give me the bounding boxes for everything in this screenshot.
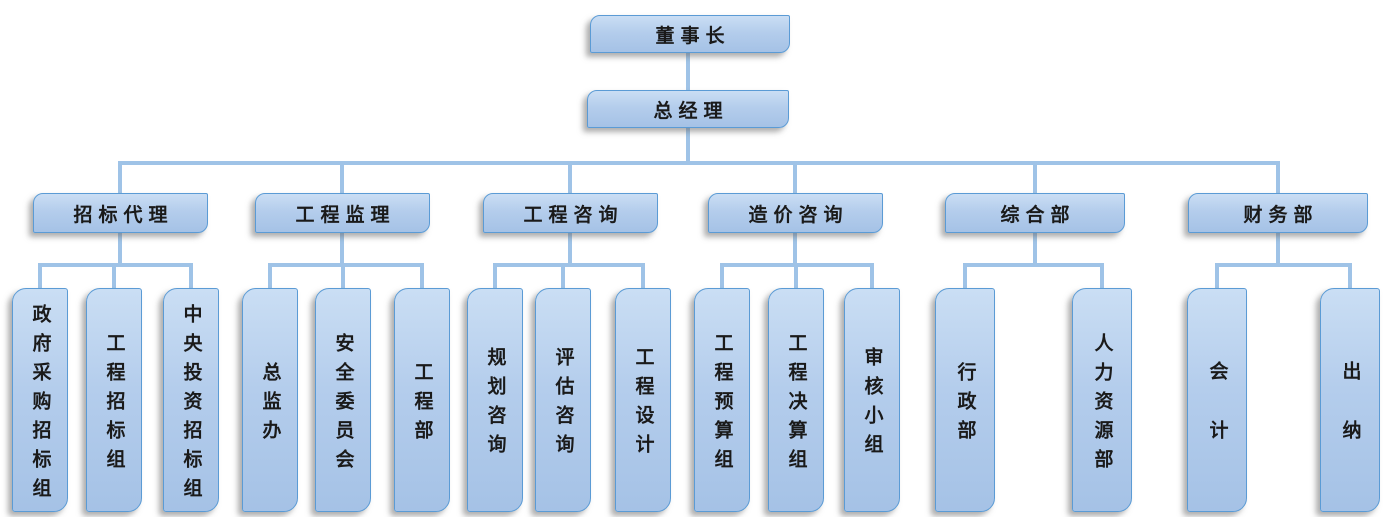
connector-bus-g5 xyxy=(963,263,1104,267)
connector-drop-g4c1 xyxy=(720,263,724,290)
dept-node-engineering-consulting: 工程咨询 xyxy=(483,193,658,233)
connector-stem-g3 xyxy=(568,233,572,265)
connector-drop-g3c2 xyxy=(561,263,565,290)
dept-node-label: 工程咨询 xyxy=(523,204,624,226)
unit-node-final-accounts-group: 工程决算组 xyxy=(768,288,824,512)
connector-stem-g1 xyxy=(118,233,122,265)
unit-node-administration-dept: 行政部 xyxy=(935,288,995,512)
unit-node-engineering-bidding: 工程招标组 xyxy=(86,288,142,512)
unit-node-engineering-dept: 工程部 xyxy=(394,288,450,512)
connector-drop-g1c1 xyxy=(38,263,42,290)
dept-node-finance: 财务部 xyxy=(1188,193,1368,233)
connector-drop-dept1 xyxy=(118,161,122,194)
connector-stem-g4 xyxy=(793,233,797,265)
connector-bus-g3 xyxy=(493,263,645,267)
org-node-label: 董事长 xyxy=(655,25,731,47)
org-node-label: 总经理 xyxy=(653,100,729,122)
connector-drop-g5c1 xyxy=(963,263,967,290)
connector-l2-stem xyxy=(686,127,690,163)
org-node-chairman: 董事长 xyxy=(590,15,790,53)
connector-bus-g2 xyxy=(268,263,424,267)
connector-l1-l2 xyxy=(686,52,690,91)
unit-node-human-resources-dept: 人力资源部 xyxy=(1072,288,1132,512)
dept-node-label: 工程监理 xyxy=(295,204,396,226)
dept-node-cost-consulting: 造价咨询 xyxy=(708,193,883,233)
connector-stem-g6 xyxy=(1276,233,1280,265)
unit-node-audit-team: 审核小组 xyxy=(844,288,900,512)
connector-stem-g5 xyxy=(1033,233,1037,265)
connector-stem-g2 xyxy=(340,233,344,265)
connector-bus-g6 xyxy=(1215,263,1352,267)
connector-drop-dept3 xyxy=(568,161,572,194)
unit-node-evaluation-consulting: 评估咨询 xyxy=(535,288,591,512)
connector-drop-g2c3 xyxy=(420,263,424,290)
unit-node-government-procurement-bidding: 政府采购招标组 xyxy=(12,288,68,512)
unit-node-cashier: 出纳 xyxy=(1320,288,1380,512)
unit-node-label: 工程预算组 xyxy=(711,332,733,478)
dept-node-label: 招标代理 xyxy=(73,204,174,226)
dept-node-engineering-supervision: 工程监理 xyxy=(255,193,430,233)
connector-drop-g4c2 xyxy=(794,263,798,290)
connector-drop-dept6 xyxy=(1276,161,1280,194)
connector-drop-g4c3 xyxy=(870,263,874,290)
connector-main-bus xyxy=(118,161,1280,165)
unit-node-label: 出纳 xyxy=(1339,361,1361,479)
connector-drop-g5c2 xyxy=(1100,263,1104,290)
unit-node-label: 中央投资招标组 xyxy=(180,303,202,507)
org-node-general-manager: 总经理 xyxy=(587,90,789,128)
dept-node-label: 财务部 xyxy=(1243,204,1319,226)
unit-node-label: 工程决算组 xyxy=(785,332,807,478)
dept-node-label: 造价咨询 xyxy=(748,204,849,226)
connector-drop-dept5 xyxy=(1033,161,1037,194)
unit-node-label: 总监办 xyxy=(259,361,281,449)
connector-drop-g6c1 xyxy=(1215,263,1219,290)
connector-drop-g1c2 xyxy=(112,263,116,290)
connector-drop-g2c1 xyxy=(268,263,272,290)
unit-node-accounting: 会计 xyxy=(1187,288,1247,512)
connector-drop-g3c3 xyxy=(641,263,645,290)
connector-drop-dept2 xyxy=(340,161,344,194)
connector-drop-dept4 xyxy=(793,161,797,194)
dept-node-general-affairs: 综合部 xyxy=(945,193,1125,233)
connector-drop-g1c3 xyxy=(189,263,193,290)
unit-node-label: 工程部 xyxy=(411,361,433,449)
dept-node-bidding-agency: 招标代理 xyxy=(33,193,208,233)
unit-node-central-investment-bidding: 中央投资招标组 xyxy=(163,288,219,512)
unit-node-engineering-design: 工程设计 xyxy=(615,288,671,512)
unit-node-label: 人力资源部 xyxy=(1091,332,1113,478)
unit-node-label: 政府采购招标组 xyxy=(29,303,51,507)
connector-drop-g6c2 xyxy=(1348,263,1352,290)
unit-node-label: 工程招标组 xyxy=(103,332,125,478)
unit-node-label: 会计 xyxy=(1206,361,1228,479)
unit-node-safety-committee: 安全委员会 xyxy=(315,288,371,512)
unit-node-label: 规划咨询 xyxy=(484,347,506,463)
unit-node-chief-supervision-office: 总监办 xyxy=(242,288,298,512)
unit-node-budget-group: 工程预算组 xyxy=(694,288,750,512)
connector-drop-g2c2 xyxy=(341,263,345,290)
dept-node-label: 综合部 xyxy=(1000,204,1076,226)
connector-drop-g3c1 xyxy=(493,263,497,290)
unit-node-label: 行政部 xyxy=(954,361,976,449)
unit-node-label: 审核小组 xyxy=(861,347,883,463)
unit-node-label: 评估咨询 xyxy=(552,347,574,463)
unit-node-label: 工程设计 xyxy=(632,347,654,463)
unit-node-planning-consulting: 规划咨询 xyxy=(467,288,523,512)
unit-node-label: 安全委员会 xyxy=(332,332,354,478)
